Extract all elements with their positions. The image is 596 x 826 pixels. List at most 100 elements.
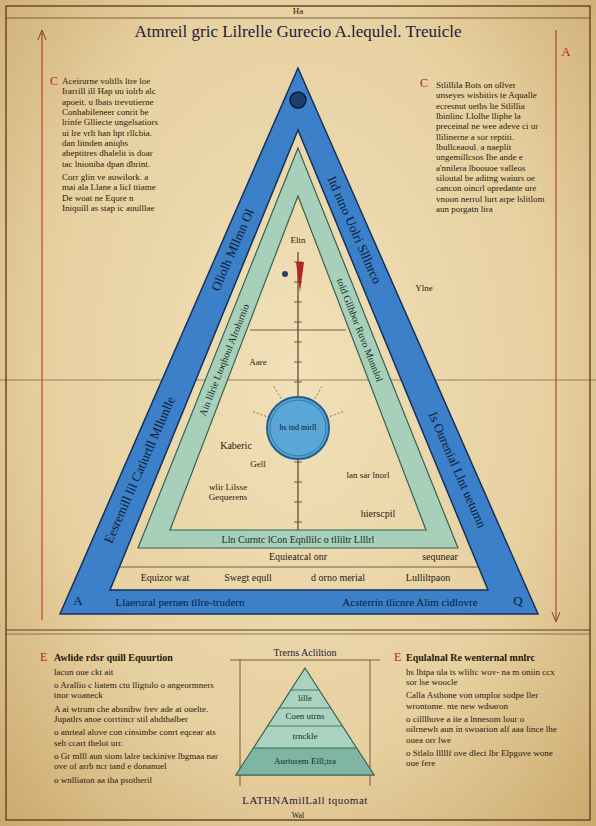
caption: LATHNAmilLall tquomat [242,794,368,806]
band-text: Ain lilrie Ltoqhoul Alrolurnio [197,302,251,417]
frame-line [230,660,380,661]
margin-line [42,30,43,620]
part-label: Kaberic [220,440,252,452]
corner-letter: C [50,75,58,89]
margin-line [556,30,557,620]
part-label: Aare [249,357,267,367]
part-label: wlir Lilsse Gequerens [196,482,260,503]
corner-letter: A [73,594,82,609]
apex-symbol [290,92,306,108]
corner-letter: C [420,77,428,91]
shape-group [236,668,374,775]
top-mark: Ha [293,6,304,16]
strip-line [120,567,478,568]
axis-tick [294,262,302,263]
arrow-tip [38,30,46,40]
note-text: o Gr mlll aun siom lalre tackinive lbgma… [54,751,226,772]
strip-label: sequnear [422,551,458,563]
note-text: o Stlalo lllllf ove dlect lbr Elpgove wo… [406,748,558,769]
note-text: o wnlliaton aa tha psotheril [54,775,226,785]
text-column: Awlide rdsr quill Equurtion lacun oue ckt… [54,652,226,788]
strip-label: Equieatcal onr [269,551,327,563]
axis-tick [294,362,302,363]
ray-line [273,385,281,399]
note-text: o cilllhove a ite a lnnesom lour o oilrn… [406,714,558,745]
part-label: Eltn [291,235,306,245]
note-text: Corr glin ve auwilork. a mai ala Llane a… [62,172,162,213]
part-label: hierscpil [361,508,395,520]
shape-group [267,397,329,459]
band-text: Llaerural pernen tllre-trudern [116,596,245,608]
strip-label: Swegt equll [224,572,272,584]
pyramid-row-line [279,708,331,709]
bottom-mark: Wal [292,811,305,820]
note-text: A ai wtrum che absnibw frev ade at ouelt… [54,704,226,725]
axis-tick [294,342,302,343]
strip-label: d orno merial [311,572,365,584]
ray-line [251,411,266,416]
section-heading: Equlalnal Re wenternal mnlrc [406,652,558,664]
shape-outline [136,146,460,550]
corner-letter: A [561,45,570,60]
page-border [6,6,590,820]
strip-label: Lulliltpaon [406,572,450,584]
center-circle: hs tnd tnirll [266,396,330,460]
section-letter: E [394,651,401,665]
part-label: Gell [250,459,266,469]
band-text: Acsterrin tlicnre Alim cidlovre [342,596,477,608]
note-text: hs lhtpa ula ts wliltc wov- na m oniin c… [406,667,558,688]
frame-line [240,660,241,786]
axis-tick [294,322,302,323]
pyramid-title: Trerns Acliltion [273,647,336,658]
pyramid-base [236,748,374,775]
note-text: Aceirurne voltlls ltre loe Irarrill ill … [62,76,162,169]
title: Atmreil gric Lilrelle Gurecio A.lequlel.… [134,22,461,42]
axis-ticks [294,262,302,522]
axis-tick [294,302,302,303]
circle-ring [270,400,326,456]
ray-line [330,411,345,416]
pyramid: Trerns Acliltion lilleCoen utrns trnckleAu… [236,644,374,776]
axis-tick [294,522,302,523]
band-text: lille [298,694,312,704]
corner-letter: Q [513,594,522,609]
red-pointer [296,262,304,292]
axis-tick [294,502,302,503]
axis-tick [294,282,302,283]
circle-disc [267,397,329,459]
section-letter: E [40,651,47,665]
cross-line [250,330,346,331]
axis-tick [294,482,302,483]
ray-line [315,385,323,399]
band-text: told Gllhbor Ruvo Munnlol [335,277,386,384]
note-text: Stlillila Bots on ollver unseyes wisbiti… [436,80,546,214]
note-text: Calla Asthone von omplor sodpe ller wron… [406,690,558,711]
section-divider [6,629,590,630]
note-text: lacun oue ckt ait [54,667,226,677]
arrow-tip [552,612,560,622]
frame-line [370,660,371,786]
band-text: Coen utrns [285,712,324,722]
green-band [138,148,458,548]
section-divider [6,634,590,635]
band-text: Aurturem Elll;tra [274,757,336,767]
band-text: Lln Curntc lCon Eqnllilc o tlliltr Llllr… [222,534,375,545]
text-column: Stlillila Bots on ollver unseyes wisbiti… [436,80,546,217]
shape-group [138,148,458,548]
top-rule [6,18,590,19]
text-column: Aceirurne voltlls ltre loe Irarrill ill … [62,76,162,216]
vertical-axis [297,252,298,530]
note-text: o Arallio c liatem ctu lligtulo o angeor… [54,680,226,701]
pyramid-row-line [291,690,319,691]
axis-tick [294,462,302,463]
text-column: Equlalnal Re wenternal mnlrc hs lhtpa ula… [406,652,558,772]
axis-tick [294,382,302,383]
part-label: Ylne [415,283,433,293]
note-text: o anrteal alove con cinsimbe conrt eqcea… [54,727,226,748]
band-text: trnckle [293,732,318,742]
band-text: hs tnd tnirll [276,424,320,433]
pyramid-shape [236,668,374,775]
section-heading: Awlide rdsr quill Equurtion [54,652,226,664]
marker-dot [282,271,288,277]
